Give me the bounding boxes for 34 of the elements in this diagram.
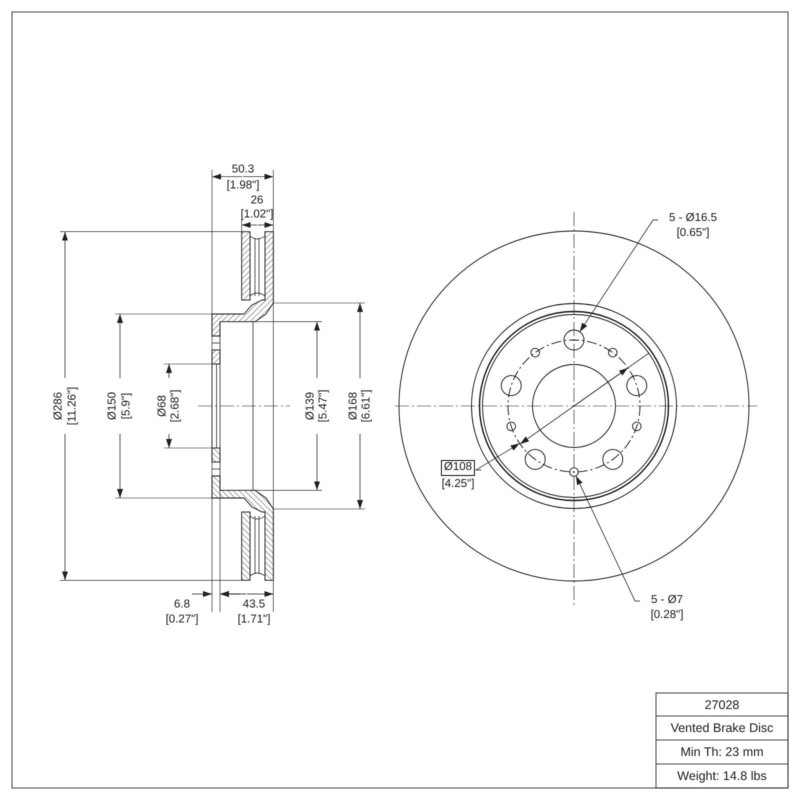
callout-text: 5 - Ø7 bbox=[651, 595, 683, 606]
callout-text: Ø108 bbox=[440, 460, 476, 476]
leader-line bbox=[579, 220, 658, 332]
table-cell-text: Vented Brake Disc bbox=[670, 722, 774, 734]
table-cell-text: Min Th: 23 mm bbox=[680, 746, 764, 758]
callout-text: 5 - Ø16.5 bbox=[669, 213, 717, 224]
dimension-text: [1.71"] bbox=[238, 614, 270, 626]
dimension-text: 26 bbox=[250, 195, 264, 207]
dimension-text: Ø168 bbox=[348, 392, 360, 420]
callout-text: [4.25"] bbox=[442, 479, 474, 490]
bolt-circle bbox=[508, 340, 640, 472]
table-cell-text: 27028 bbox=[704, 698, 740, 712]
pin-hole bbox=[569, 467, 579, 477]
dimension-text: Ø286 bbox=[53, 392, 65, 420]
dimension-text: [5.9"] bbox=[121, 392, 133, 420]
dimension-text: [1.02"] bbox=[240, 209, 274, 221]
bolt-hole bbox=[564, 330, 584, 350]
dimension-text: [11.26"] bbox=[67, 386, 79, 426]
dimension-text: Ø68 bbox=[157, 395, 169, 417]
dimension-text: [5.47"] bbox=[318, 390, 330, 422]
dimension-text: 6.8 bbox=[174, 599, 190, 611]
dimension-text: 43.5 bbox=[242, 599, 266, 611]
dimension-text: 50.3 bbox=[232, 164, 254, 176]
dimension-text: Ø139 bbox=[305, 392, 317, 420]
callout-text: [0.28"] bbox=[650, 610, 684, 622]
callout-text: [0.65"] bbox=[676, 228, 710, 240]
dimension-text: [2.68"] bbox=[170, 390, 182, 422]
dimension-text: [0.27"] bbox=[166, 614, 198, 626]
leader-line bbox=[474, 443, 520, 470]
dimension-text: [1.98"] bbox=[226, 180, 260, 192]
dimension-text: [6.61"] bbox=[361, 390, 373, 422]
dimension-text: Ø150 bbox=[107, 392, 119, 420]
leader-line bbox=[576, 475, 640, 602]
table-cell-text: Weight: 14.8 lbs bbox=[677, 770, 767, 782]
